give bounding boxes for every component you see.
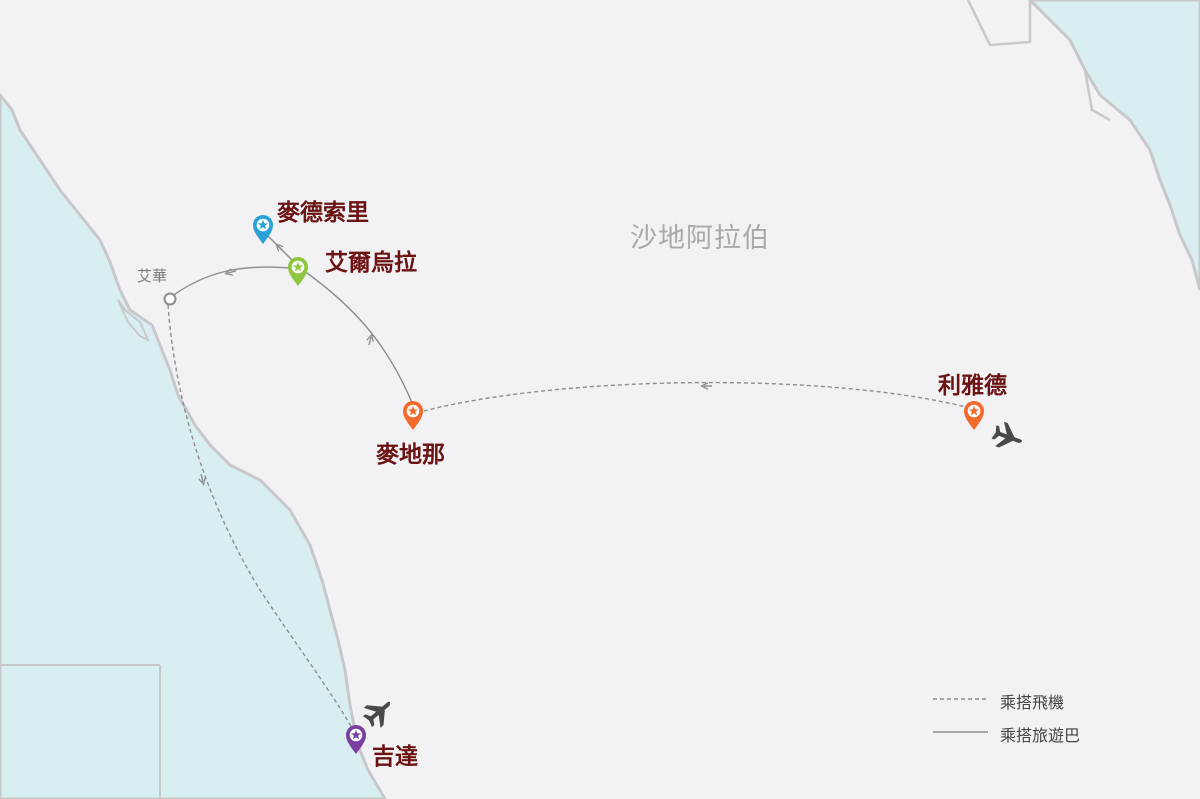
- border-line: [966, 0, 1032, 47]
- flight-route-riyadh-medina: [419, 381, 971, 413]
- airplane-icon: [989, 419, 1027, 455]
- route-arrow: [278, 246, 282, 250]
- legend-bus-label: 乘搭旅遊巴: [1000, 726, 1081, 745]
- al-ula-pin: [288, 257, 308, 286]
- city-label-al-wajh: 艾華: [137, 267, 168, 285]
- border-line: [1083, 69, 1111, 122]
- city-label-jeddah: 吉達: [372, 743, 418, 770]
- bus-route-medina-alula: [299, 267, 414, 406]
- bus-route-alula-alwajh: [170, 266, 291, 298]
- city-label-riyadh: 利雅德: [938, 372, 1007, 399]
- airplane-icon: [359, 692, 399, 732]
- route-arrow: [201, 473, 203, 482]
- riyadh-pin: [964, 401, 984, 430]
- al-wajh-marker: [163, 292, 177, 306]
- city-label-madain-saleh: 麥德索里: [277, 199, 369, 226]
- red-sea-inlet: [117, 299, 151, 343]
- country-label: 沙地阿拉伯: [630, 223, 770, 254]
- route-arrow: [369, 337, 371, 346]
- persian-gulf: [1027, 0, 1200, 291]
- medina-pin: [403, 401, 423, 430]
- flight-route-alwajh-jeddah: [167, 304, 353, 729]
- city-label-al-ula: 艾爾烏拉: [325, 249, 417, 276]
- route-arrow: [228, 271, 237, 273]
- madain-saleh-pin: [253, 215, 273, 244]
- legend-flight-label: 乘搭飛機: [1000, 693, 1065, 712]
- red-sea: [0, 92, 387, 799]
- city-label-medina: 麥地那: [376, 441, 445, 468]
